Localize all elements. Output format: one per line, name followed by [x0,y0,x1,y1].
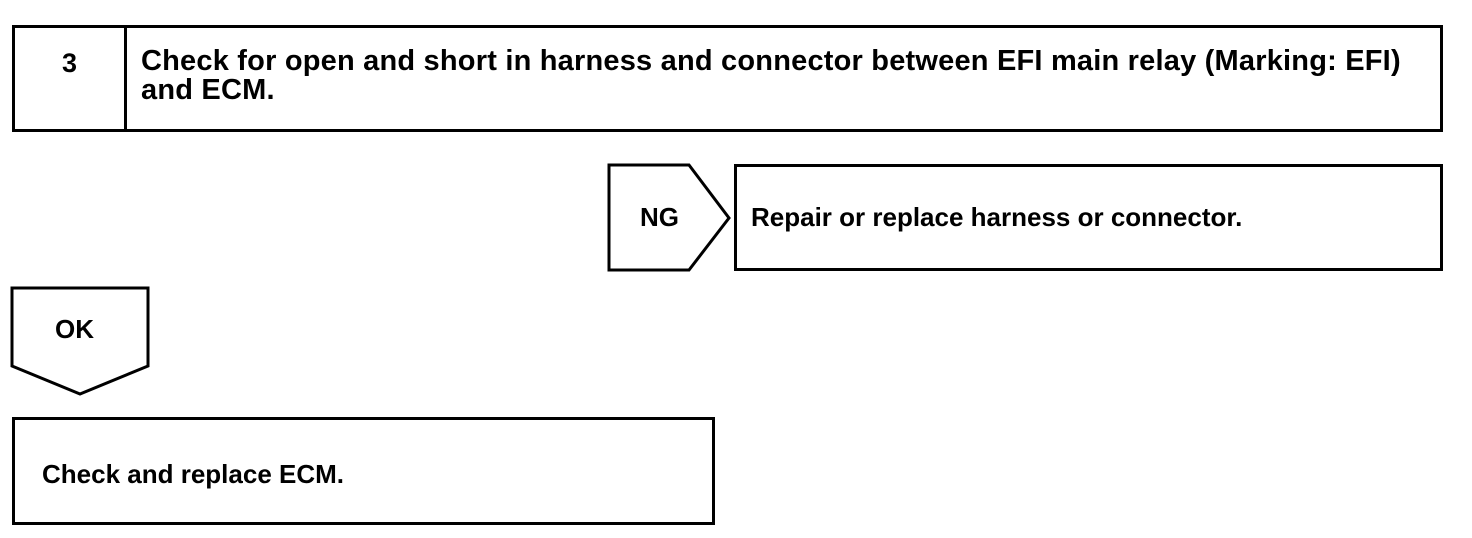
step-instruction: Check for open and short in harness and … [141,45,1401,106]
ng-label: NG [640,202,679,232]
ok-action-box: Check and replace ECM. [12,417,715,525]
step-number: 3 [15,28,127,129]
ok-arrow-shape [10,286,150,396]
step-box: 3 Check for open and short in harness an… [12,25,1443,132]
ng-action-box: Repair or replace harness or connector. [734,164,1443,271]
ok-label: OK [55,314,94,344]
ok-action-text: Check and replace ECM. [42,459,344,489]
ng-action-text: Repair or replace harness or connector. [751,202,1243,232]
